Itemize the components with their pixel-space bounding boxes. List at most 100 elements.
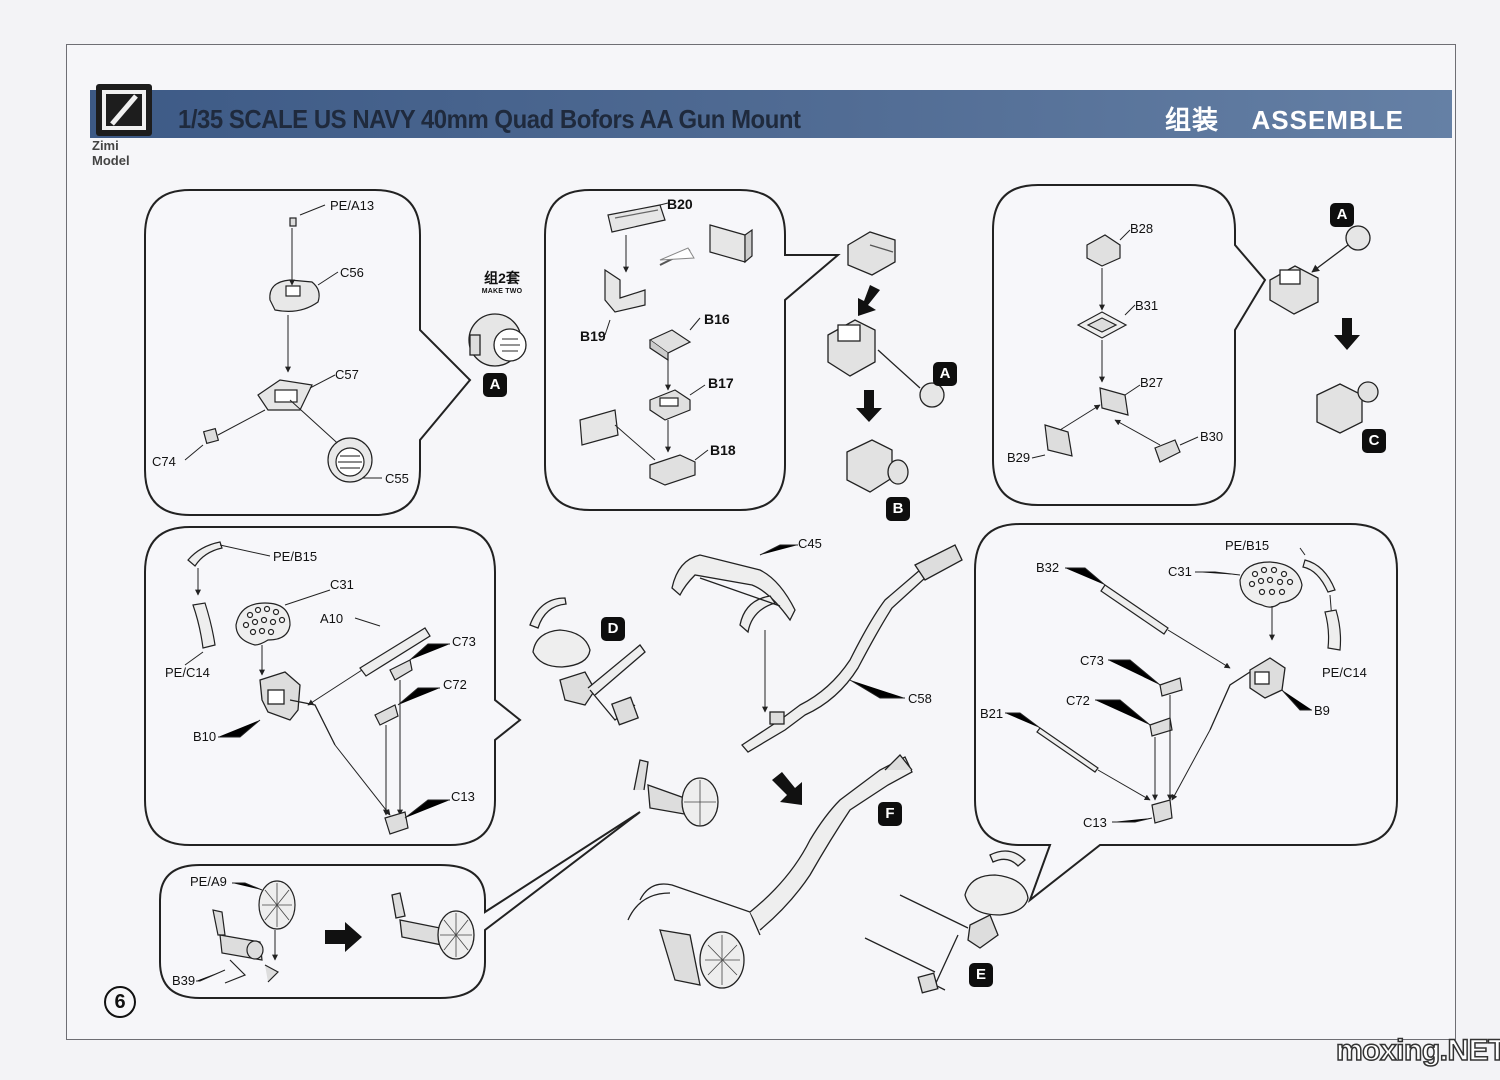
part-c13-left xyxy=(384,811,409,835)
label-c58: C58 xyxy=(908,691,932,706)
label-c73-left: C73 xyxy=(452,634,476,649)
label-b9: B9 xyxy=(1314,703,1330,718)
assembly-b-step1 xyxy=(847,231,896,276)
label-c13-right: C13 xyxy=(1083,815,1107,830)
part-c57 xyxy=(257,379,313,411)
label-c55: C55 xyxy=(385,471,409,486)
assembly-bl-result xyxy=(391,892,475,960)
part-pe-c14-left xyxy=(192,602,216,649)
label-b20: B20 xyxy=(667,196,693,212)
assembly-a-motor xyxy=(468,313,527,367)
page-title: 1/35 SCALE US NAVY 40mm Quad Bofors AA G… xyxy=(178,104,801,134)
label-c57: C57 xyxy=(335,367,359,382)
label-c72-left: C72 xyxy=(443,677,467,692)
label-b16: B16 xyxy=(704,311,730,327)
label-b30: B30 xyxy=(1200,429,1224,444)
label-pe-a9: PE/A9 xyxy=(190,874,227,889)
part-b16 xyxy=(648,329,692,362)
make-two-en: MAKE TWO xyxy=(481,288,523,295)
brand-logo: Zimi Model xyxy=(92,84,158,168)
page-number: 6 xyxy=(104,986,136,1018)
tag-a-c-assembly: A xyxy=(1330,203,1354,227)
assembly-c-step2 xyxy=(1316,381,1379,434)
tag-f: F xyxy=(878,802,902,826)
label-b21: B21 xyxy=(980,706,1004,721)
panel-ml xyxy=(144,526,522,846)
part-b21 xyxy=(1036,727,1099,773)
label-pe-b15-right: PE/B15 xyxy=(1225,538,1270,553)
assembly-c-step1 xyxy=(1269,225,1371,315)
panel-mr xyxy=(974,523,1398,903)
label-c31-right: C31 xyxy=(1168,564,1192,579)
part-b31 xyxy=(1076,311,1128,339)
label-c45: C45 xyxy=(798,536,822,551)
tag-a-b-assembly: A xyxy=(933,362,957,386)
panel-tl xyxy=(144,189,472,516)
assembly-f xyxy=(627,754,913,989)
part-pe-a13 xyxy=(289,217,297,227)
label-a10: A10 xyxy=(320,611,344,626)
part-c74 xyxy=(202,427,220,445)
panel-tr xyxy=(992,184,1267,506)
label-b29: B29 xyxy=(1007,450,1031,465)
part-b17 xyxy=(649,389,691,421)
part-b20 xyxy=(607,204,666,233)
part-c55 xyxy=(327,437,373,483)
part-c45 xyxy=(671,554,796,634)
label-c13-left: C13 xyxy=(451,789,475,804)
part-a10 xyxy=(359,627,431,677)
assembly-b-step2 xyxy=(827,319,945,408)
label-c73-right: C73 xyxy=(1080,653,1104,668)
label-c31-left: C31 xyxy=(330,577,354,592)
assembly-e xyxy=(864,850,1029,994)
part-c73-left xyxy=(389,659,413,681)
label-pe-a13: PE/A13 xyxy=(330,198,375,213)
label-b39: B39 xyxy=(172,973,196,988)
label-pe-c14-left: PE/C14 xyxy=(165,665,210,680)
part-b19 xyxy=(604,268,646,313)
part-pe-b15-left xyxy=(187,541,223,567)
label-c56: C56 xyxy=(340,265,364,280)
header-banner xyxy=(90,90,1452,138)
assembly-sight xyxy=(633,759,719,827)
part-c72-left xyxy=(374,704,399,726)
part-b18 xyxy=(649,454,696,486)
part-b32 xyxy=(1100,584,1169,635)
label-c74: C74 xyxy=(152,454,176,469)
part-b39 xyxy=(212,909,279,984)
tag-b: B xyxy=(886,497,910,521)
part-b10 xyxy=(259,671,336,746)
label-b28: B28 xyxy=(1130,221,1154,236)
tag-a-motor: A xyxy=(483,373,507,397)
part-pe-c14-right xyxy=(1324,609,1342,651)
part-pe-b15-right xyxy=(1302,559,1336,593)
tag-e: E xyxy=(969,963,993,987)
make-two-cn: 组2套 xyxy=(484,270,520,286)
part-b-block xyxy=(579,409,619,446)
part-c56 xyxy=(269,279,320,312)
label-b17: B17 xyxy=(708,375,734,391)
part-c13-right xyxy=(1151,799,1173,824)
label-b19: B19 xyxy=(580,328,606,344)
label-pe-c14-right: PE/C14 xyxy=(1322,665,1367,680)
tag-c: C xyxy=(1362,429,1386,453)
tag-d: D xyxy=(601,617,625,641)
label-b31: B31 xyxy=(1135,298,1159,313)
part-c73-right xyxy=(1159,677,1183,697)
label-b10: B10 xyxy=(193,729,217,744)
label-b32: B32 xyxy=(1036,560,1060,575)
label-c72-right: C72 xyxy=(1066,693,1090,708)
part-c72-right xyxy=(1149,717,1173,737)
panel-tc xyxy=(544,189,841,511)
part-b30 xyxy=(1154,439,1181,463)
part-pe-a9 xyxy=(258,880,296,930)
part-b27 xyxy=(1099,387,1129,416)
part-c58 xyxy=(741,544,963,753)
section-title: 组装 ASSEMBLE xyxy=(1165,100,1404,137)
part-b20-assembled xyxy=(709,224,753,264)
flow-arrows xyxy=(325,285,1360,952)
assembly-d xyxy=(529,597,646,726)
make-two-note: 组2套 MAKE TWO xyxy=(480,268,524,295)
label-pe-b15-left: PE/B15 xyxy=(273,549,318,564)
